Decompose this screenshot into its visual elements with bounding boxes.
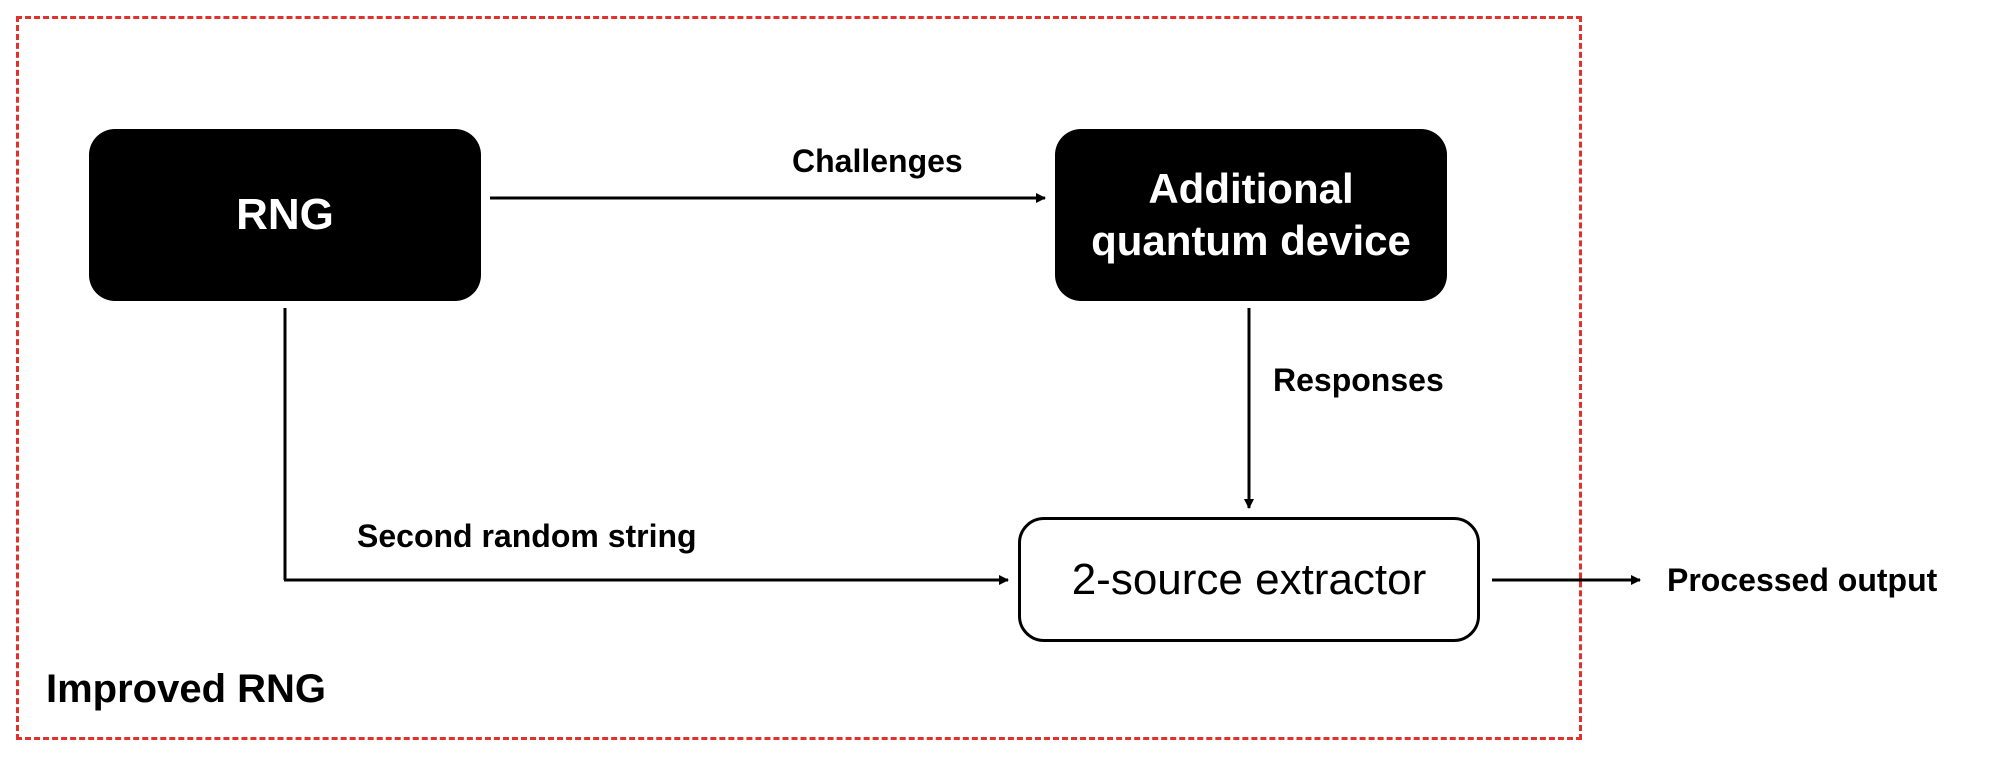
challenges-label: Challenges: [792, 143, 963, 179]
extractor-node: 2-source extractor: [1018, 517, 1480, 642]
responses-label: Responses: [1273, 362, 1444, 398]
improved-rng-label: Improved RNG: [46, 667, 327, 711]
rng-node: RNG: [89, 129, 481, 301]
rng-node-label: RNG: [236, 190, 334, 239]
improved-rng-frame: [16, 16, 1582, 740]
quantum-device-label-line2: quantum device: [1091, 217, 1411, 264]
quantum-device-node: Additional quantum device: [1055, 129, 1447, 301]
quantum-device-label-line1: Additional: [1148, 165, 1354, 212]
processed-output-label: Processed output: [1667, 562, 1938, 598]
second-random-string-label: Second random string: [357, 518, 697, 554]
extractor-node-label: 2-source extractor: [1071, 554, 1427, 604]
